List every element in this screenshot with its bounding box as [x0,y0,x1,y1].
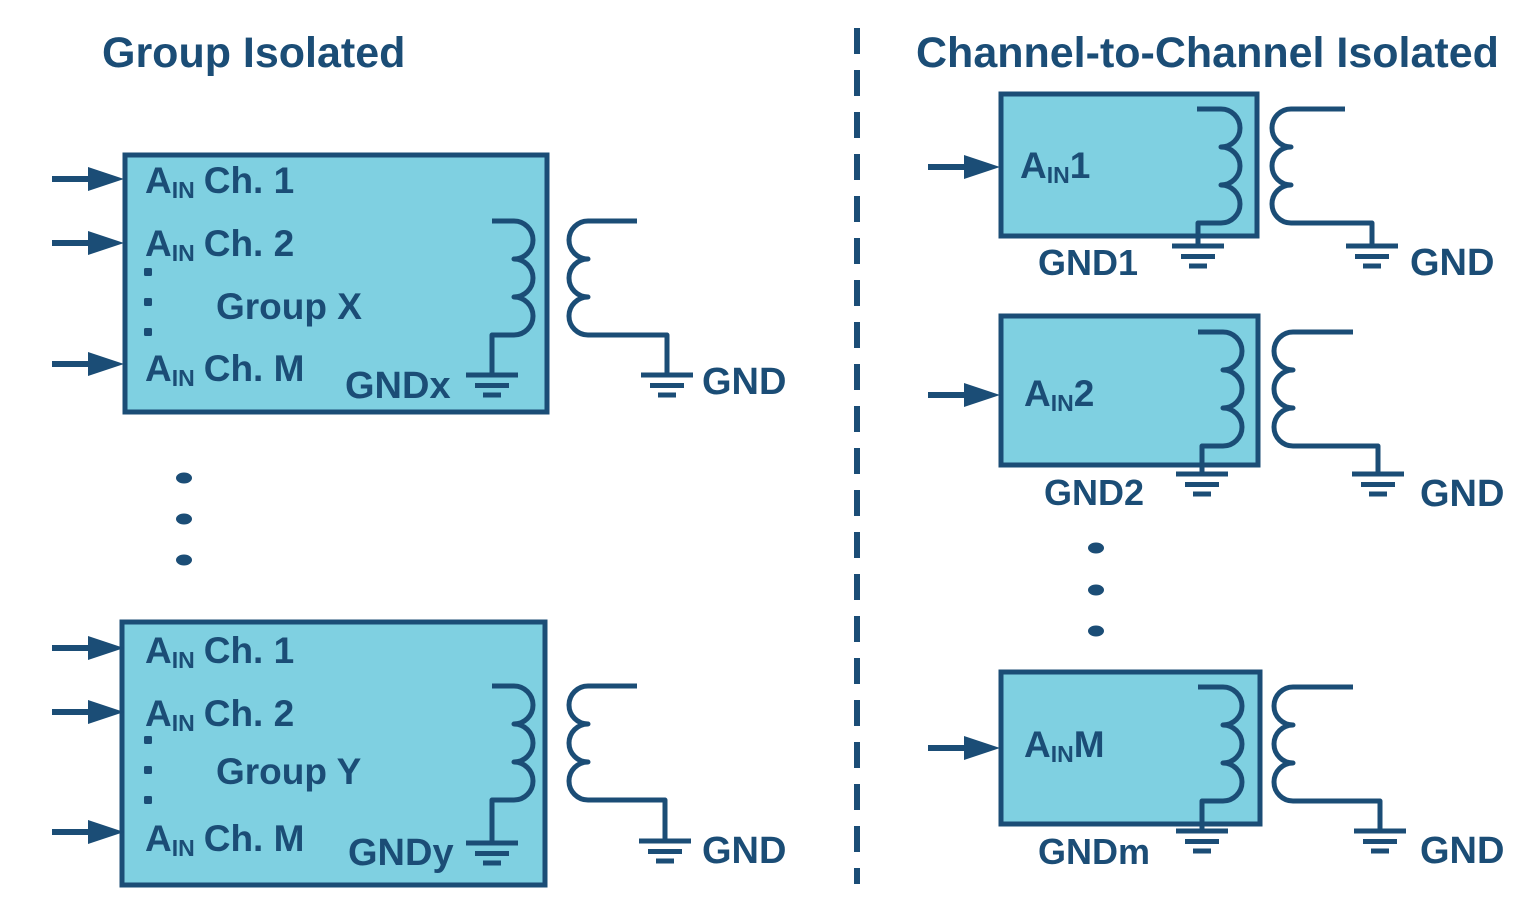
transformer-secondary-coil [1269,106,1375,246]
input-arrow-icon [52,231,124,255]
transformer-icon [1195,106,1375,246]
group-gnd-label: GNDy [348,832,454,874]
ellipsis-icon [144,268,152,336]
ext-gnd-label: GND [702,830,787,872]
transformer-icon [489,683,668,843]
transformer-secondary-coil [566,218,670,375]
input-arrow-icon [928,383,1000,407]
group-name: Group Y [216,751,362,792]
ext-gnd-label: GND [1420,473,1505,515]
ext-gnd-label: GND [702,361,787,403]
transformer-secondary-coil [1271,329,1381,474]
channel-gnd-label: GNDm [1038,831,1151,872]
transformer-secondary-coil [566,683,668,841]
ext-gnd-label: GND [1410,242,1495,284]
input-arrow-icon [928,736,1000,760]
ground-icon [641,375,693,395]
group-x-box [122,152,550,415]
transformer-primary-coil [1198,684,1245,831]
transformer-primary-coil [489,683,536,843]
ground-icon [1354,831,1406,851]
transformer-icon [489,218,670,375]
ellipsis-icon [144,736,152,804]
channel-2-box [998,313,1261,468]
transformer-primary-coil [1198,329,1245,474]
channel-input-label: AIN2 [1024,373,1095,417]
transformer-primary-coil [1195,106,1243,246]
right-title: Channel-to-Channel Isolated [916,29,1499,77]
group-gnd-label: GNDx [345,365,451,407]
transformer-icon [1198,329,1381,474]
transformer-primary-coil [489,218,536,375]
ext-gnd-label: GND [1420,830,1505,872]
transformer-icon [1198,684,1383,831]
left-title: Group Isolated [102,29,406,77]
channel-input-label: AINM [1024,724,1105,768]
channel-gnd-label: GND2 [1044,472,1145,513]
ground-icon [1172,246,1224,266]
ellipsis-icon [176,472,192,566]
ground-icon [1346,246,1398,266]
input-arrow-icon [52,820,124,844]
input-arrow-icon [52,636,124,660]
ground-icon [639,841,691,861]
ground-icon [1352,474,1404,494]
input-arrow-icon [52,167,124,191]
transformer-secondary-coil [1271,684,1383,831]
channel-1-box [998,91,1260,239]
input-arrow-icon [928,155,1000,179]
input-arrow-icon [52,700,124,724]
ellipsis-icon [1088,542,1104,637]
input-arrow-icon [52,352,124,376]
ground-icon [1176,474,1228,494]
channel-gnd-label: GND1 [1038,242,1139,283]
group-name: Group X [216,286,362,327]
ground-icon [1176,831,1228,851]
channel-input-label: AIN1 [1020,145,1091,189]
